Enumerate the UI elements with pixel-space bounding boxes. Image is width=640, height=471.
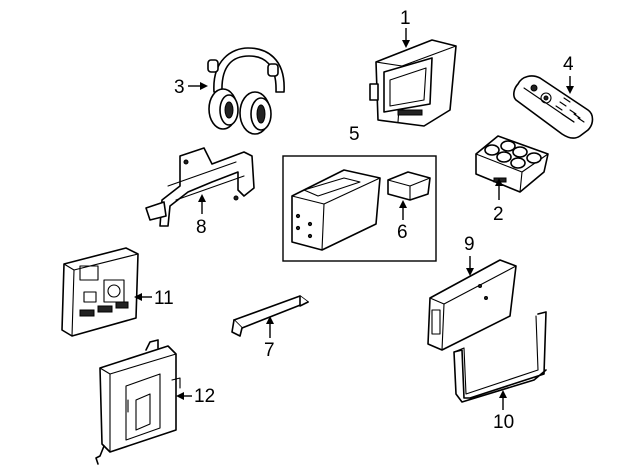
switch-panel-icon xyxy=(475,135,549,193)
callout-label-10: 10 xyxy=(493,412,514,433)
callout-label-4: 4 xyxy=(563,54,574,75)
callout-8: 8 xyxy=(196,194,207,238)
callout-10: 10 xyxy=(493,390,514,433)
callout-7: 7 xyxy=(264,316,275,361)
callout-label-7: 7 xyxy=(264,340,275,361)
control-module-icon xyxy=(427,259,517,351)
module-bracket-icon xyxy=(453,311,547,403)
callout-6: 6 xyxy=(397,200,408,243)
callout-label-5: 5 xyxy=(349,124,360,145)
callout-9: 9 xyxy=(464,234,475,276)
bracket-icon xyxy=(145,147,255,227)
callout-12: 12 xyxy=(176,386,215,407)
callout-2: 2 xyxy=(493,178,504,225)
callout-label-12: 12 xyxy=(194,386,215,407)
remote-control-icon xyxy=(513,75,594,139)
callout-1: 1 xyxy=(400,8,411,48)
callout-11: 11 xyxy=(134,288,174,309)
amplifier-bracket-icon xyxy=(95,339,181,465)
dvd-changer-module-icon xyxy=(291,169,381,251)
callout-label-3: 3 xyxy=(174,77,185,98)
callout-label-6: 6 xyxy=(397,222,408,243)
callout-5: 5 xyxy=(349,124,360,145)
dvd-player-icon xyxy=(369,39,457,127)
callout-4: 4 xyxy=(563,54,574,94)
callout-3: 3 xyxy=(174,77,208,98)
callout-label-9: 9 xyxy=(464,234,475,255)
callout-label-2: 2 xyxy=(493,204,504,225)
assembly-box xyxy=(282,155,437,262)
headphones-icon xyxy=(207,47,285,135)
power-module-icon xyxy=(387,171,431,201)
callout-label-1: 1 xyxy=(400,8,411,29)
cover-trim-icon xyxy=(231,295,309,337)
callout-label-8: 8 xyxy=(196,217,207,238)
amplifier-icon xyxy=(61,247,139,337)
callout-label-11: 11 xyxy=(154,288,174,309)
